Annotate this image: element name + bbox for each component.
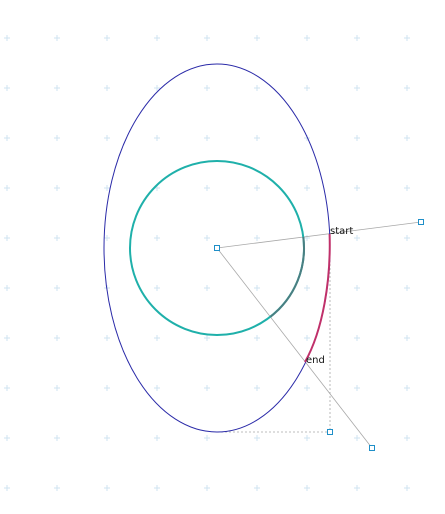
start-handle[interactable] <box>418 219 424 225</box>
handles <box>214 219 424 451</box>
end-label: end <box>306 355 325 366</box>
center-handle[interactable] <box>214 245 220 251</box>
end-ray <box>216 247 373 449</box>
grid-pattern <box>4 35 410 491</box>
inner-arc[interactable] <box>269 236 305 318</box>
outer-arc[interactable] <box>304 233 331 363</box>
start-label: start <box>330 226 353 237</box>
start-ray <box>216 221 422 249</box>
radius-handle[interactable] <box>327 429 333 435</box>
end-handle[interactable] <box>369 445 375 451</box>
guide-lines <box>216 221 422 449</box>
